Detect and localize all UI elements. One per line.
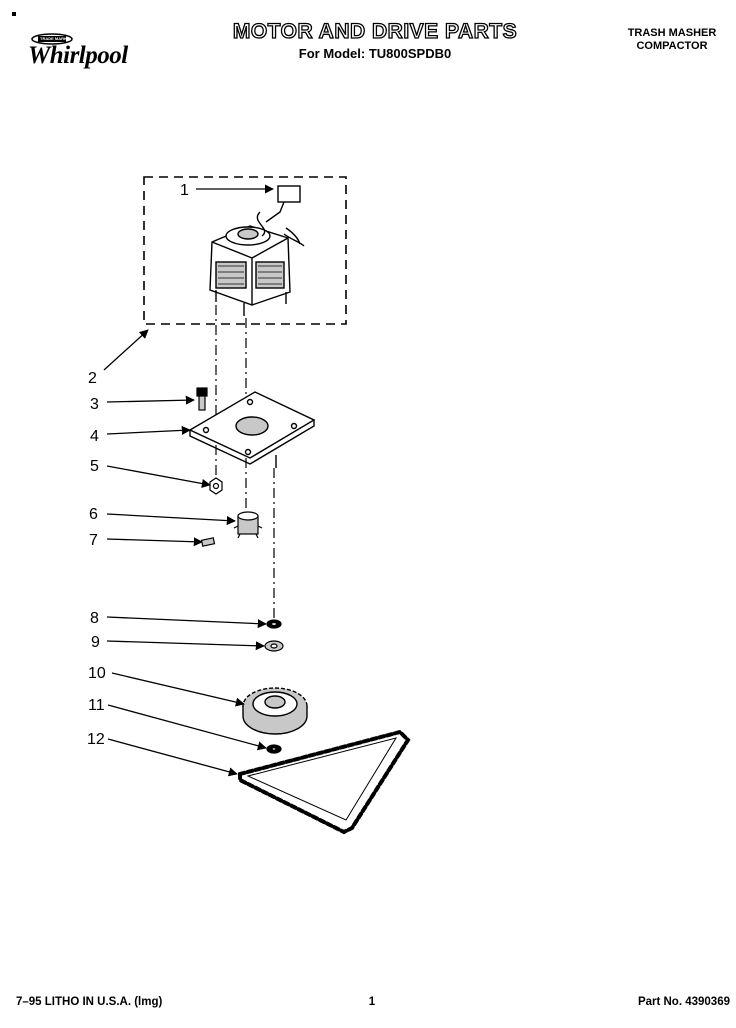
- callout-4: 4: [90, 428, 99, 445]
- product-type: TRASH MASHER COMPACTOR: [600, 27, 736, 53]
- callout-2: 2: [88, 370, 97, 387]
- callout-8: 8: [90, 610, 99, 627]
- drive-sprocket-icon: [242, 687, 308, 735]
- logo-ellipse-icon: [31, 33, 73, 45]
- center-lines: [215, 305, 275, 620]
- nut-icon: [209, 477, 223, 495]
- leader-lines: [103, 184, 274, 777]
- brand-name: Whirlpool: [28, 42, 128, 69]
- retaining-ring-icon: [266, 744, 282, 754]
- mounting-plate-icon: [188, 391, 316, 468]
- litho-note: 7–95 LITHO IN U.S.A. (lmg): [16, 996, 163, 1008]
- callout-10: 10: [88, 665, 106, 682]
- product-line-1: TRASH MASHER: [627, 27, 717, 39]
- callout-3: 3: [90, 396, 99, 413]
- model-line: For Model: TU800SPDB0: [298, 46, 452, 61]
- corner-mark: [12, 12, 16, 16]
- brand-logo: TRADE MARK Whirlpool: [24, 28, 154, 76]
- motor-assembly-box: [143, 176, 347, 325]
- spacer-washer-icon: [264, 640, 284, 652]
- washer-icon: [266, 619, 282, 629]
- callout-6: 6: [89, 506, 98, 523]
- motor-icon: [209, 185, 305, 316]
- set-screw-icon: [200, 537, 216, 547]
- callout-9: 9: [91, 634, 100, 651]
- part-number: Part No. 4390369: [637, 996, 730, 1008]
- drive-chain-icon: [238, 729, 411, 835]
- bolt-icon: [196, 387, 208, 411]
- product-line-2: COMPACTOR: [636, 40, 708, 52]
- page-title: MOTOR AND DRIVE PARTS: [232, 19, 518, 43]
- page-number: 1: [368, 996, 376, 1008]
- callout-5: 5: [90, 458, 99, 475]
- callout-12: 12: [87, 731, 105, 748]
- drive-chain-inner: [246, 737, 398, 821]
- callout-7: 7: [89, 532, 98, 549]
- motor-sprocket-icon: [233, 511, 263, 539]
- brand-tag: TRADE MARK: [40, 36, 67, 41]
- callout-11: 11: [88, 697, 105, 714]
- callout-1: 1: [180, 182, 189, 199]
